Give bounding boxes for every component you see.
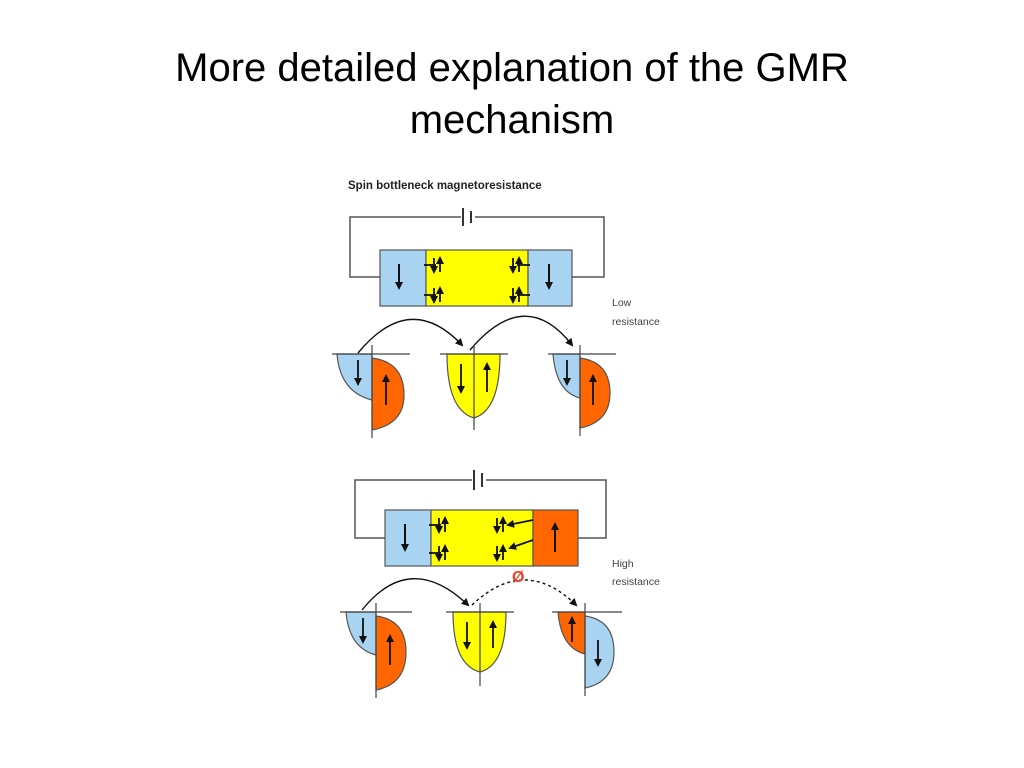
- slide-title-line1: More detailed explanation of the GMR: [175, 46, 849, 90]
- spacer-layer: [430, 509, 534, 567]
- low-resistance-label-line1: Low: [612, 297, 632, 309]
- right-density-of-states: [548, 345, 616, 436]
- middle-density-of-states: [446, 603, 514, 686]
- left-density-of-states: [332, 345, 410, 438]
- circuit-wire: [354, 479, 607, 539]
- transport-arc-left: [361, 578, 470, 611]
- middle-density-of-states: [440, 345, 508, 430]
- spin-pairs-top: [424, 256, 530, 304]
- left-ferromagnet-layer: [379, 249, 427, 307]
- blocked-transport-icon: Ø: [512, 569, 524, 586]
- circuit-wire: [349, 216, 605, 278]
- slide-title: More detailed explanation of the GMR mec…: [0, 42, 1024, 146]
- slide-title-line2: mechanism: [409, 98, 615, 142]
- low-resistance-panel: Low resistance: [332, 208, 660, 438]
- left-density-of-states: [340, 603, 412, 698]
- transport-arc-right: [469, 315, 574, 351]
- left-ferromagnet-layer: [384, 509, 432, 567]
- figure-heading: Spin bottleneck magnetoresistance: [348, 180, 542, 192]
- high-resistance-panel: High resistance Ø: [340, 470, 660, 698]
- spin-pairs-bottom: [429, 516, 534, 562]
- low-resistance-label-line2: resistance: [612, 316, 660, 328]
- right-density-of-states: [552, 603, 622, 696]
- transport-arc-left: [357, 318, 464, 354]
- high-resistance-label-line2: resistance: [612, 576, 660, 588]
- blocked-transport-arc: [471, 579, 578, 607]
- high-resistance-label-line1: High: [612, 558, 634, 570]
